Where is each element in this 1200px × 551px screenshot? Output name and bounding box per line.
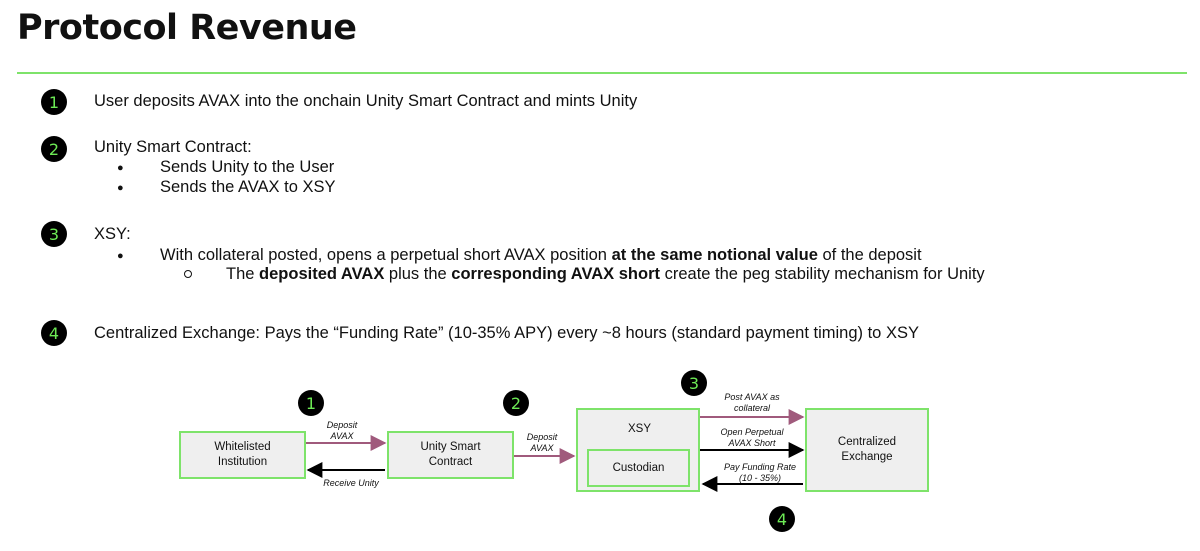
diagram-badge-3: 3 xyxy=(681,370,707,396)
page-title: Protocol Revenue xyxy=(17,8,357,48)
diagram-badge-2: 2 xyxy=(503,390,529,416)
xsy-label: XSY xyxy=(628,423,652,435)
step-4-text: Centralized Exchange: Pays the “Funding … xyxy=(94,324,919,342)
step-badge-3: 3 xyxy=(41,221,67,247)
bullet-dot: ● xyxy=(117,182,124,194)
step-badge-2: 2 xyxy=(41,136,67,162)
step-2-text: Unity Smart Contract: xyxy=(94,138,252,156)
whitelisted-institution-box: Whitelisted Institution xyxy=(179,431,306,479)
post-collateral-label: Post AVAX as collateral xyxy=(724,392,780,413)
step-1-text: User deposits AVAX into the onchain Unit… xyxy=(94,92,638,110)
bullet-dot: ● xyxy=(117,162,124,174)
title-divider xyxy=(17,72,1187,74)
custodian-box: Custodian xyxy=(587,449,690,487)
deposit-avax-label-1: Deposit AVAX xyxy=(326,420,358,441)
centralized-exchange-box: Centralized Exchange xyxy=(805,408,929,492)
diagram-badge-4: 4 xyxy=(769,506,795,532)
deposit-avax-label-2: Deposit AVAX xyxy=(526,432,558,453)
unity-contract-box: Unity Smart Contract xyxy=(387,431,514,479)
step-2-bullet-1: Sends Unity to the User xyxy=(160,158,335,176)
step-badge-4: 4 xyxy=(41,320,67,346)
sub-bullet-circle xyxy=(184,270,192,278)
step-badge-1: 1 xyxy=(41,89,67,115)
step-3-sub-bullet: The deposited AVAX plus the correspondin… xyxy=(226,265,985,283)
open-short-label: Open Perpetual AVAX Short xyxy=(720,427,784,448)
step-3-bullet: With collateral posted, opens a perpetua… xyxy=(160,246,922,264)
pay-funding-label: Pay Funding Rate (10 - 35%) xyxy=(723,462,797,483)
step-2-bullet-2: Sends the AVAX to XSY xyxy=(160,178,336,196)
bullet-dot: ● xyxy=(117,250,124,262)
diagram-badge-1: 1 xyxy=(298,390,324,416)
step-3-text: XSY: xyxy=(94,225,131,243)
receive-unity-label: Receive Unity xyxy=(323,478,379,488)
